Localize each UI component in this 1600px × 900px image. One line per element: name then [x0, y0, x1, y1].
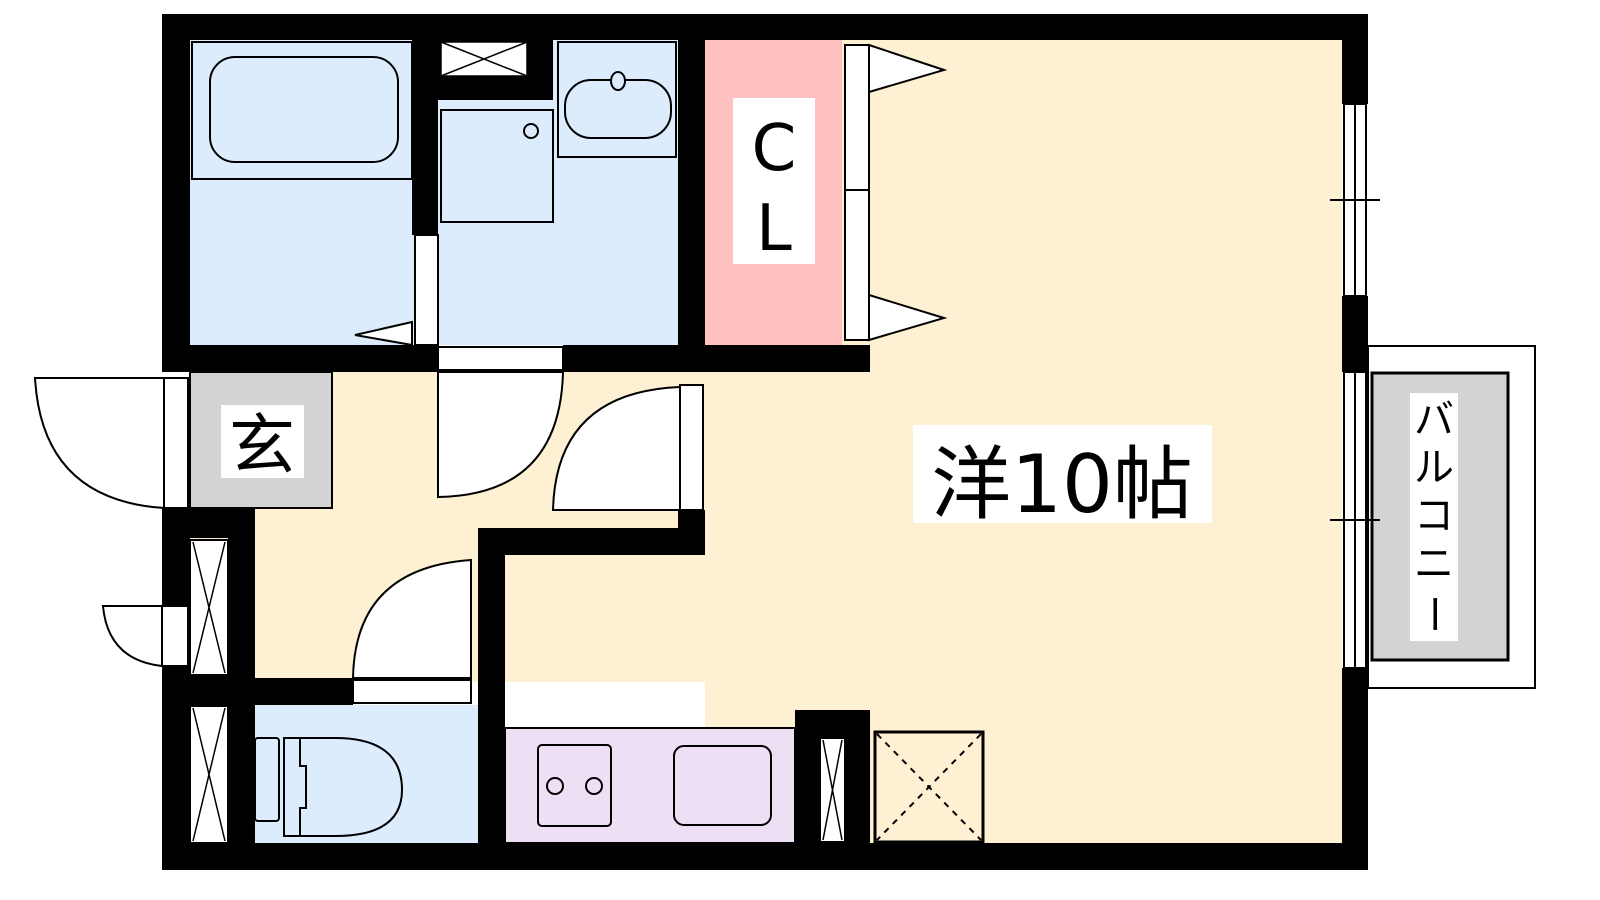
burner-icon: [546, 777, 564, 795]
balcony-label-char: コ: [1414, 493, 1454, 539]
faucet-icon: [610, 71, 626, 91]
drain-icon: [523, 123, 539, 139]
main-room-label-box: [913, 425, 1212, 523]
fridge-cross: [876, 733, 982, 841]
fridge-space-icon: [873, 730, 985, 844]
washer-space-icon: [440, 109, 554, 223]
burner-icon: [585, 777, 603, 795]
vanity-area: [557, 41, 677, 158]
balcony-label-char: ル: [1414, 445, 1454, 491]
walls: [162, 14, 1368, 870]
kitchen-sink-icon: [673, 745, 772, 826]
balcony-label-char: ー: [1410, 594, 1456, 634]
balcony-label-char: バ: [1414, 397, 1454, 443]
entrance-label-box: [221, 405, 304, 478]
closet-label-c: C: [752, 112, 797, 186]
doors: [33, 43, 948, 704]
kitchen: [504, 727, 796, 844]
stove-icon: [537, 744, 612, 827]
bathroom: [190, 40, 415, 345]
closet-label-box: [733, 98, 815, 264]
balcony-label-box: [1410, 393, 1458, 641]
bathtub-icon: [209, 56, 399, 163]
main-room-label: 洋10帖: [931, 438, 1193, 531]
balcony-label: バ ル コ ニ ー: [1410, 397, 1456, 634]
closet-label-l: L: [756, 192, 792, 266]
balcony-label-char: ニ: [1414, 541, 1454, 587]
toilet-room: [255, 705, 478, 843]
entrance-label: 玄: [229, 407, 295, 484]
